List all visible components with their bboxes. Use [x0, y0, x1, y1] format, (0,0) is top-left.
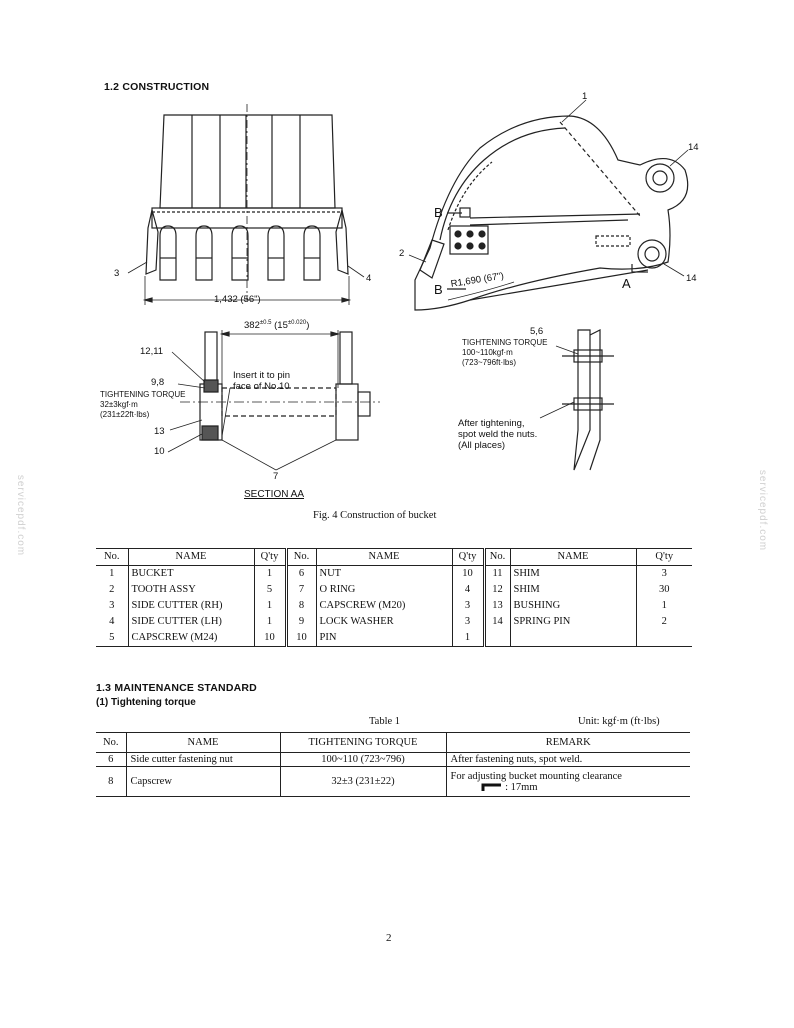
callout-5-6: 5,6	[530, 326, 544, 337]
callout-7: 7	[273, 471, 279, 482]
callout-13: 13	[154, 426, 165, 437]
table1-unit: Unit: kgf·m (ft·lbs)	[578, 716, 660, 727]
header-qty: Q'ty	[253, 548, 287, 566]
torque-table-header: No. NAME TIGHTENING TORQUE REMARK	[96, 732, 690, 753]
subsection-heading: (1) Tightening torque	[96, 697, 196, 708]
callout-12-11: 12,11	[140, 346, 164, 357]
callout-10: 10	[154, 446, 165, 457]
callout-14-top: 14	[688, 142, 699, 153]
section-aa-drawing	[167, 330, 380, 471]
table1-title: Table 1	[369, 716, 401, 727]
section-marker-b-bottom: B	[434, 282, 443, 297]
header-name: NAME	[127, 548, 255, 566]
table-row: 2 TOOTH ASSY 5 7 O RING 4 12 SHIM 30	[96, 582, 692, 598]
header-name: NAME	[125, 732, 280, 753]
section-dimension: 382±0.5 (15±0.020)	[244, 320, 310, 332]
weld-note: After tightening,spot weld the nuts.(All…	[458, 418, 538, 451]
table-row: 1 BUCKET 1 6 NUT 10 11 SHIM 3	[96, 565, 692, 582]
header-remark: REMARK	[445, 732, 690, 753]
wrench-icon	[481, 783, 501, 792]
header-name: NAME	[509, 548, 637, 566]
table-row: 8 Capscrew 32±3 (231±22) For adjusting b…	[96, 766, 690, 797]
bucket-front-view	[127, 104, 365, 305]
parts-table: No. NAME Q'ty No. NAME Q'ty No. NAME Q't…	[96, 548, 692, 647]
header-name: NAME	[315, 548, 453, 566]
parts-table-header: No. NAME Q'ty No. NAME Q'ty No. NAME Q't…	[96, 548, 692, 566]
callout-3: 3	[114, 268, 120, 279]
header-qty: Q'ty	[451, 548, 485, 566]
table-row: 4 SIDE CUTTER (LH) 1 9 LOCK WASHER 3 14 …	[96, 614, 692, 630]
torque-table: No. NAME TIGHTENING TORQUE REMARK 6 Side…	[96, 732, 690, 797]
callout-14-bottom: 14	[686, 273, 697, 284]
header-no: No.	[96, 548, 129, 566]
header-torque: TIGHTENING TORQUE	[279, 732, 446, 753]
table-row: 3 SIDE CUTTER (RH) 1 8 CAPSCREW (M20) 3 …	[96, 598, 692, 614]
header-no: No.	[482, 548, 511, 566]
callout-9-8: 9,8	[151, 377, 165, 388]
section-heading-maintenance: 1.3 MAINTENANCE STANDARD	[96, 682, 257, 694]
callout-4: 4	[366, 273, 372, 284]
section-marker-b-top: B	[434, 205, 443, 220]
torque-note-right: TIGHTENING TORQUE 100~110kgf·m (723~796f…	[462, 338, 548, 367]
section-marker-a: A	[622, 276, 631, 291]
section-heading-construction: 1.2 CONSTRUCTION	[104, 81, 210, 93]
page-number: 2	[386, 932, 392, 944]
header-qty: Q'ty	[635, 548, 692, 566]
figure-caption: Fig. 4 Construction of bucket	[313, 510, 437, 521]
bucket-side-view	[408, 99, 689, 311]
bucket-construction-figure	[127, 99, 689, 471]
dimension-width: 1,432 (56")	[214, 294, 261, 305]
header-no: No.	[284, 548, 317, 566]
section-aa-title: SECTION AA	[244, 489, 305, 500]
callout-1: 1	[582, 91, 588, 102]
table-row: 6 Side cutter fastening nut 100~110 (723…	[96, 752, 690, 767]
side-cutter-detail	[539, 329, 614, 471]
torque-note-left: TIGHTENING TORQUE 32±3kgf·m (231±22ft·lb…	[100, 390, 186, 419]
table-row: 5 CAPSCREW (M24) 10 10 PIN 1	[96, 630, 692, 647]
callout-2: 2	[399, 248, 405, 259]
header-no: No.	[96, 732, 126, 753]
